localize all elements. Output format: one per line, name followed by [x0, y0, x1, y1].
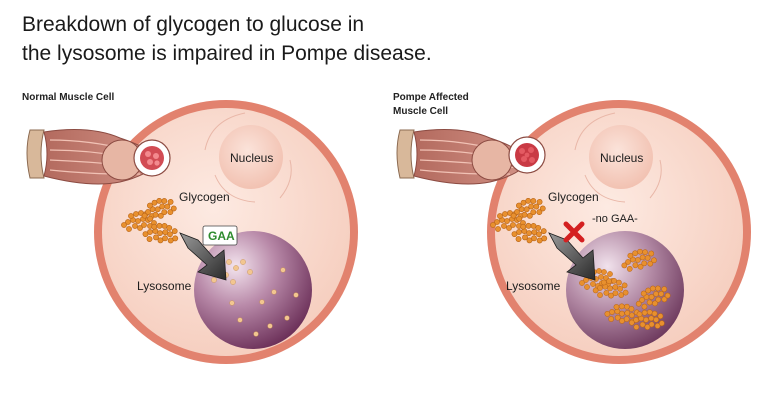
pompe-cell: Nucleus Glycogen	[396, 100, 751, 364]
pompe-blocked-arrow	[548, 232, 596, 281]
pompe-nucleus-label: Nucleus	[600, 151, 643, 165]
normal-cell-heading: Normal Muscle Cell	[22, 92, 115, 103]
normal-nucleus-label: Nucleus	[230, 151, 273, 165]
pompe-nucleus: Nucleus	[574, 112, 662, 203]
normal-lysosome-label: Lysosome	[137, 279, 192, 293]
normal-muscle-icon	[26, 129, 171, 185]
pompe-cell-heading: Pompe Affected Muscle Cell	[393, 91, 469, 119]
title-line-2: the lysosome is impaired in Pompe diseas…	[22, 42, 432, 65]
normal-glycogen-label: Glycogen	[179, 190, 230, 204]
pompe-heading-line-2: Muscle Cell	[393, 106, 449, 117]
pompe-muscle-icon	[396, 129, 546, 185]
normal-gaa-label: GAA	[208, 229, 235, 243]
normal-lysosome	[194, 231, 312, 349]
normal-cell: Nucleus Glycogen	[26, 100, 358, 364]
pompe-glycogen-label: Glycogen	[548, 190, 599, 204]
pompe-lysosome	[566, 231, 684, 349]
pompe-lysosome-label: Lysosome	[506, 279, 561, 293]
title-line-1: Breakdown of glycogen to glucose in	[22, 13, 365, 36]
no-gaa-label: -no GAA-	[592, 213, 638, 225]
normal-conversion-arrow	[179, 232, 227, 281]
normal-nucleus: Nucleus	[204, 112, 292, 203]
pompe-heading-line-1: Pompe Affected	[393, 92, 469, 103]
figure-title: Breakdown of glycogen to glucose in the …	[22, 10, 582, 68]
block-x-icon	[563, 221, 585, 243]
normal-gaa-tag: GAA	[202, 225, 238, 246]
